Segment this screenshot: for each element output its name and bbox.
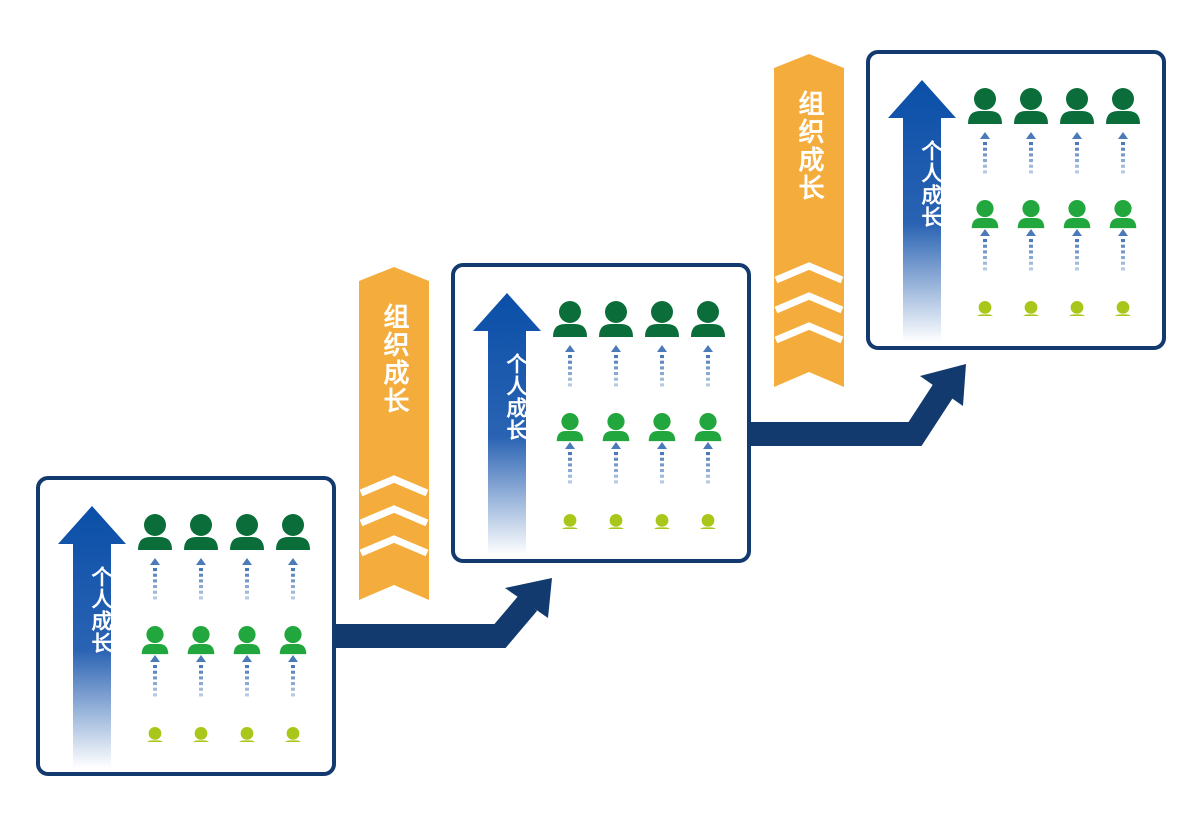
person-mid-icon [648,413,676,442]
person-junior-icon [562,514,578,529]
person-mid-icon [971,200,999,229]
upward-dotted-arrow [1072,229,1082,271]
upward-dotted-arrow [657,442,667,484]
personal-growth-arrow [888,80,956,342]
person-junior-icon [700,514,716,529]
upward-dotted-arrow [611,442,621,484]
person-mid-icon [694,413,722,442]
upward-dotted-arrow [1118,229,1128,271]
upward-dotted-arrow [657,345,667,387]
person-senior-icon [138,514,172,550]
upward-dotted-arrow [980,132,990,174]
upward-dotted-arrow [565,442,575,484]
person-junior-icon [608,514,624,529]
upward-dotted-arrow [611,345,621,387]
person-junior-icon [147,727,163,742]
person-junior-icon [1069,301,1085,316]
person-senior-icon [1060,88,1094,124]
person-mid-icon [279,626,307,655]
person-senior-icon [645,301,679,337]
person-senior-icon [599,301,633,337]
upward-dotted-arrow [980,229,990,271]
personal-growth-label: 个人成长 [919,140,943,228]
person-senior-icon [1106,88,1140,124]
person-mid-icon [602,413,630,442]
person-senior-icon [691,301,725,337]
person-mid-icon [1109,200,1137,229]
stage-box-3: 个人成长 [866,50,1166,350]
person-senior-icon [553,301,587,337]
upward-dotted-arrow [1026,132,1036,174]
personal-growth-label: 个人成长 [89,566,113,654]
person-junior-icon [977,301,993,316]
upward-dotted-arrow [1072,132,1082,174]
upward-dotted-arrow [150,655,160,697]
upward-dotted-arrow [242,655,252,697]
person-junior-icon [654,514,670,529]
org-growth-chevron-band [359,267,429,600]
upward-dotted-arrow [288,655,298,697]
person-senior-icon [1014,88,1048,124]
upward-dotted-arrow [196,558,206,600]
personal-growth-label: 个人成长 [504,353,528,441]
person-junior-icon [285,727,301,742]
person-junior-icon [1023,301,1039,316]
people-grid [553,301,725,529]
upward-dotted-arrow [242,558,252,600]
person-senior-icon [968,88,1002,124]
upward-dotted-arrow [1026,229,1036,271]
people-grid [968,88,1140,316]
person-mid-icon [1063,200,1091,229]
stage-box-2: 个人成长 [451,263,751,563]
personal-growth-arrow [58,506,126,768]
person-senior-icon [230,514,264,550]
upward-dotted-arrow [703,345,713,387]
org-growth-chevron-band [774,54,844,387]
step-arrow-2 [751,364,966,446]
stage-box-1: 个人成长 [36,476,336,776]
person-mid-icon [556,413,584,442]
person-mid-icon [1017,200,1045,229]
person-senior-icon [184,514,218,550]
org-growth-band-1: 组织成长 [359,267,429,600]
person-mid-icon [233,626,261,655]
upward-dotted-arrow [703,442,713,484]
person-mid-icon [141,626,169,655]
person-junior-icon [239,727,255,742]
org-growth-band-2: 组织成长 [774,54,844,387]
upward-dotted-arrow [150,558,160,600]
org-growth-label: 组织成长 [794,90,824,202]
person-junior-icon [1115,301,1131,316]
person-mid-icon [187,626,215,655]
people-grid [138,514,310,742]
upward-dotted-arrow [565,345,575,387]
org-growth-label: 组织成长 [379,303,409,415]
upward-dotted-arrow [196,655,206,697]
personal-growth-arrow [473,293,541,555]
upward-dotted-arrow [288,558,298,600]
person-senior-icon [276,514,310,550]
step-arrow-1 [336,578,552,648]
person-junior-icon [193,727,209,742]
upward-dotted-arrow [1118,132,1128,174]
